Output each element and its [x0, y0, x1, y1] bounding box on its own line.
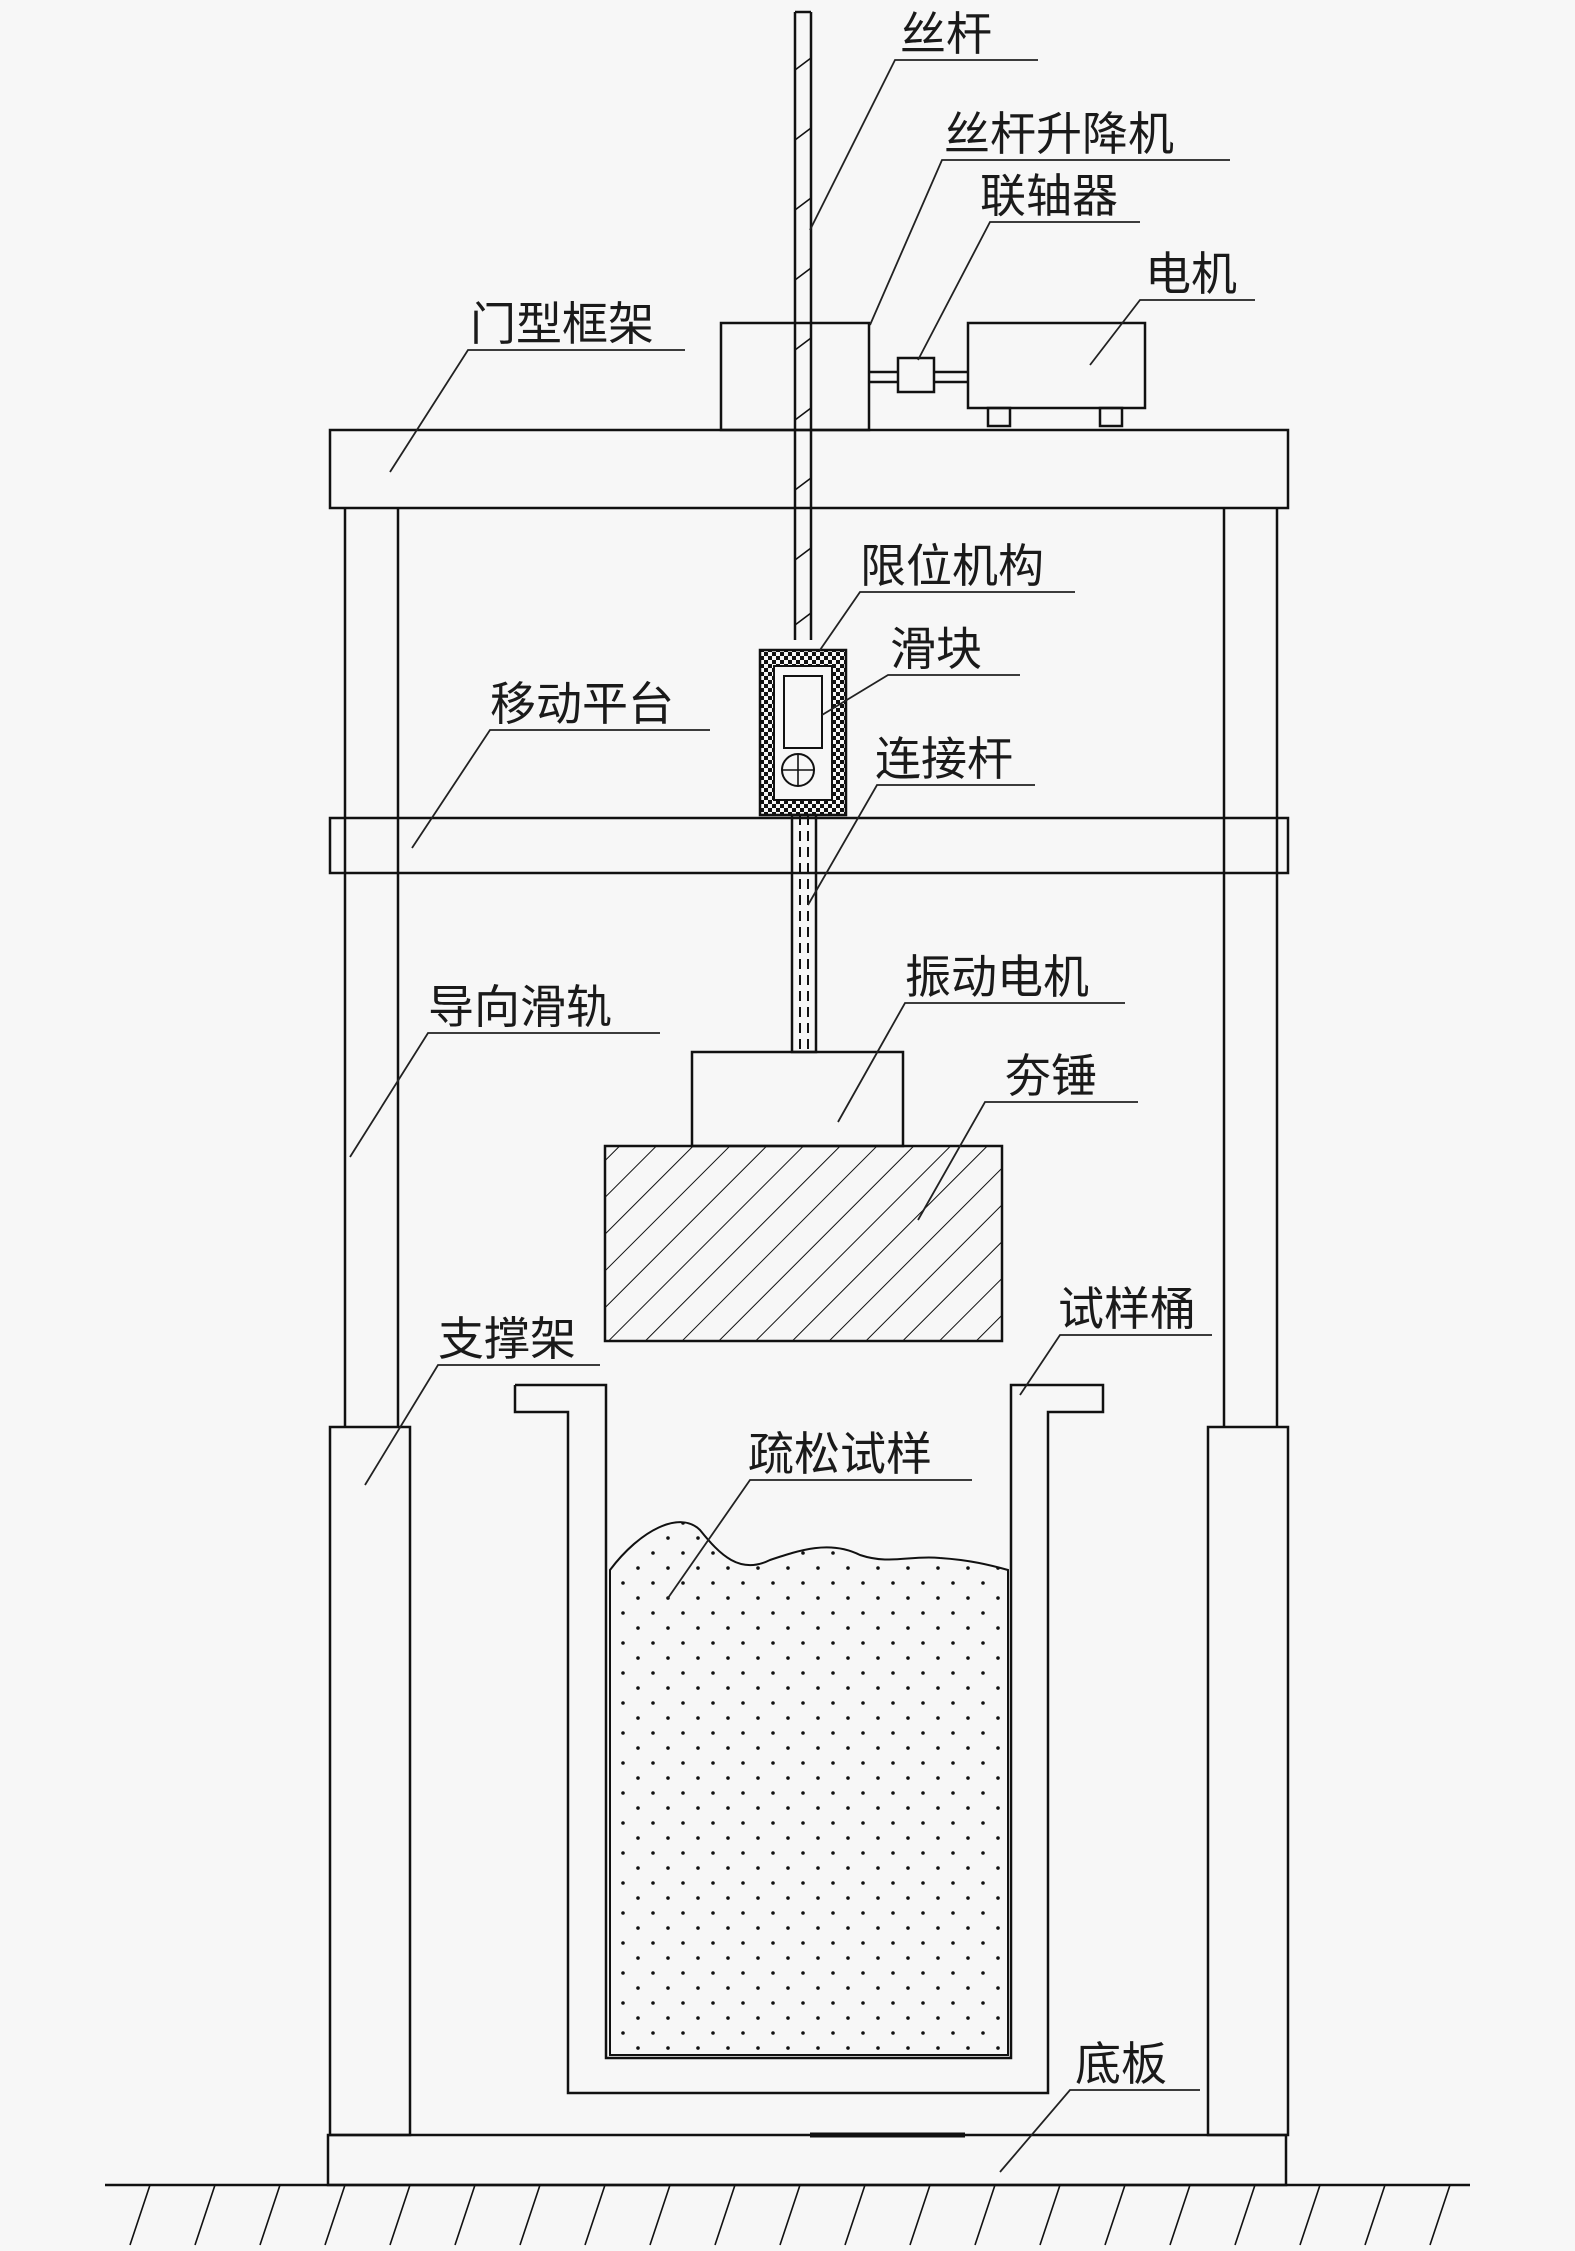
- motor: [966, 321, 1147, 428]
- support-frame-right: [1206, 1425, 1290, 2137]
- support-frame-left: [328, 1425, 412, 2137]
- base-plate: [326, 2133, 1288, 2187]
- label-screw-jack: 丝杆升降机: [944, 107, 1174, 161]
- label-vibration-motor: 振动电机: [905, 950, 1089, 1004]
- label-rammer: 夯锤: [1005, 1049, 1097, 1103]
- connecting-rod: [790, 813, 818, 1054]
- guide-rail-right: [1222, 508, 1279, 1427]
- label-loose-sample: 疏松试样: [748, 1427, 932, 1481]
- label-support-frame: 支撑架: [438, 1312, 576, 1366]
- label-coupling: 联轴器: [980, 169, 1118, 223]
- lead-screw: [793, 10, 813, 640]
- label-connecting-rod: 连接杆: [875, 732, 1013, 786]
- sample-barrel: [513, 1383, 1105, 2095]
- ground: [105, 2183, 1470, 2246]
- leader-lines: [349, 59, 1255, 2173]
- label-lead-screw: 丝杆: [900, 7, 992, 61]
- guide-rail-left: [343, 508, 400, 1427]
- label-sample-barrel: 试样桶: [1058, 1282, 1196, 1336]
- loose-sample: [609, 1521, 1009, 2056]
- label-moving-platform: 移动平台: [490, 677, 674, 731]
- vibration-motor: [690, 1050, 905, 1148]
- coupling: [869, 356, 968, 394]
- gantry-frame-beam: [328, 428, 1290, 510]
- rammer: [603, 1144, 1004, 1343]
- label-motor: 电机: [1145, 247, 1237, 301]
- labels: 丝杆 丝杆升降机 联轴器 电机 门型框架 限位机构 滑块 移动平台 连接杆 振动…: [428, 7, 1237, 2091]
- label-guide-rail: 导向滑轨: [428, 980, 612, 1034]
- label-limit-mechanism: 限位机构: [860, 539, 1044, 593]
- label-gantry-frame: 门型框架: [470, 297, 654, 351]
- slider: [781, 675, 823, 787]
- label-slider: 滑块: [890, 622, 982, 676]
- label-base-plate: 底板: [1075, 2037, 1167, 2091]
